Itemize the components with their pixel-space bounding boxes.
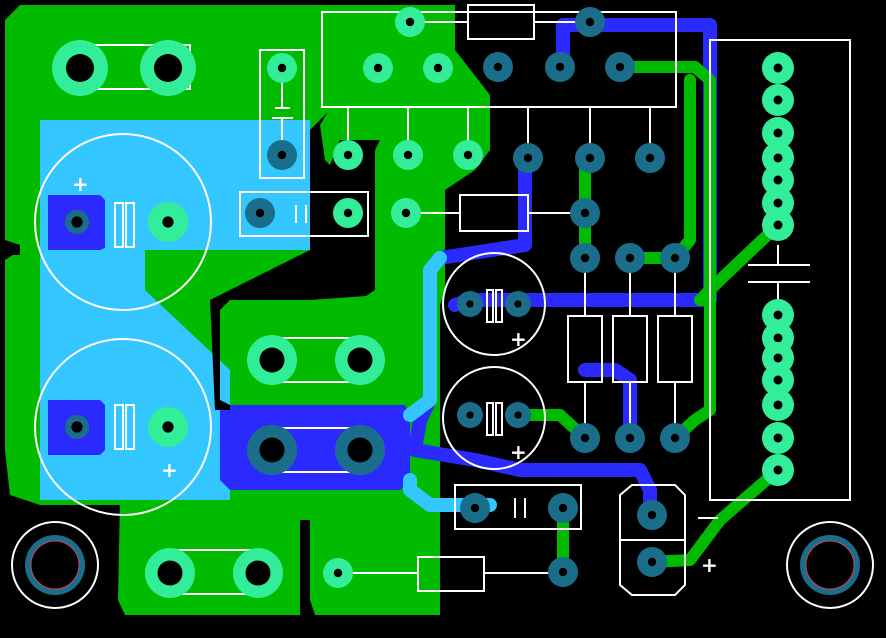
pad [762, 422, 794, 454]
top-copper-pour-bottom-mid [310, 495, 440, 615]
transistor-bottom-outline [619, 484, 686, 596]
copper-pour-layer [5, 5, 490, 615]
pad [333, 198, 363, 228]
pad [545, 52, 575, 82]
pad [762, 84, 794, 116]
pad [637, 547, 667, 577]
capacitor-film-left-outline [239, 191, 369, 237]
resistor-top-body [467, 4, 535, 40]
pad [457, 402, 483, 428]
pad [605, 52, 635, 82]
pad [762, 209, 794, 241]
silkscreen-layer [11, 4, 874, 609]
pad [335, 425, 385, 475]
pad [483, 52, 513, 82]
overlap-traces [403, 251, 497, 512]
pad [457, 291, 483, 317]
pad [267, 140, 297, 170]
overlap-trace-left-loop [403, 251, 447, 422]
polarity-mark-c3: + [510, 327, 527, 351]
polarity-mark-c4: + [510, 440, 527, 464]
pad [247, 335, 297, 385]
pad [575, 143, 605, 173]
pad [391, 198, 421, 228]
bottom-trace-center-left [408, 153, 657, 522]
pad [233, 548, 283, 598]
ic-leads [114, 21, 810, 574]
electrolytic-cap-c2-outline [34, 338, 212, 516]
pad [245, 198, 275, 228]
pad [423, 53, 453, 83]
overlap-pour-left [40, 120, 310, 500]
pad [762, 364, 794, 396]
pad [762, 187, 794, 219]
pad [52, 40, 108, 96]
pad [762, 142, 794, 174]
pad [570, 243, 600, 273]
pad [505, 402, 531, 428]
pad [267, 53, 297, 83]
pad [335, 335, 385, 385]
pad [615, 423, 645, 453]
black-gap-center [210, 110, 480, 410]
pad [363, 53, 393, 83]
pad [548, 493, 578, 523]
resistor-vertical-3-body [657, 315, 693, 383]
pad [570, 423, 600, 453]
polarity-mark-c2: + [161, 458, 178, 482]
pads-layer [25, 7, 860, 598]
electrolytic-cap-c1-outline [34, 133, 212, 311]
pad [615, 243, 645, 273]
pad [453, 140, 483, 170]
pad [333, 140, 363, 170]
black-gap-left [5, 245, 20, 255]
pad [635, 143, 665, 173]
pad [762, 299, 794, 331]
pad [660, 243, 690, 273]
pad [148, 202, 188, 242]
top-trace-bottom-diag [646, 464, 784, 568]
polarity-mark-transistor: + [701, 553, 718, 577]
pad [762, 454, 794, 486]
small-electrolytic-c4-outline [442, 366, 546, 470]
pad [395, 7, 425, 37]
mounting-hole-right [800, 535, 860, 595]
pad [575, 7, 605, 37]
polarity-mark-c1: + [72, 172, 89, 196]
pad [762, 52, 794, 84]
mounting-hole-right-outline [786, 521, 874, 609]
pad [148, 407, 188, 447]
pad [140, 40, 196, 96]
small-electrolytic-c3-outline [442, 252, 546, 356]
pad [513, 143, 543, 173]
pad [637, 500, 667, 530]
top-copper-pour-mid-strip [230, 100, 490, 405]
pad [762, 164, 794, 196]
pad [145, 548, 195, 598]
ic-top-center-outline [321, 11, 677, 108]
pad [505, 291, 531, 317]
pad [762, 117, 794, 149]
pad [660, 423, 690, 453]
pad [247, 425, 297, 475]
overlap-trace-bottom [403, 473, 497, 512]
pad [460, 493, 490, 523]
pad [393, 140, 423, 170]
pad [57, 202, 97, 242]
pad [57, 407, 97, 447]
mounting-hole-left [25, 535, 85, 595]
capacitor-film-bottom-outline [454, 484, 582, 530]
resistor-center-body [459, 194, 529, 232]
mounting-hole-left-outline [11, 521, 99, 609]
pad [323, 558, 353, 588]
pad [762, 389, 794, 421]
pad [762, 342, 794, 374]
connector-header-right-outline [709, 39, 851, 501]
capacitor-film-vertical-outline [259, 49, 305, 179]
pad [570, 198, 600, 228]
polarity-markings: + + + + + [72, 172, 718, 577]
pad [548, 557, 578, 587]
